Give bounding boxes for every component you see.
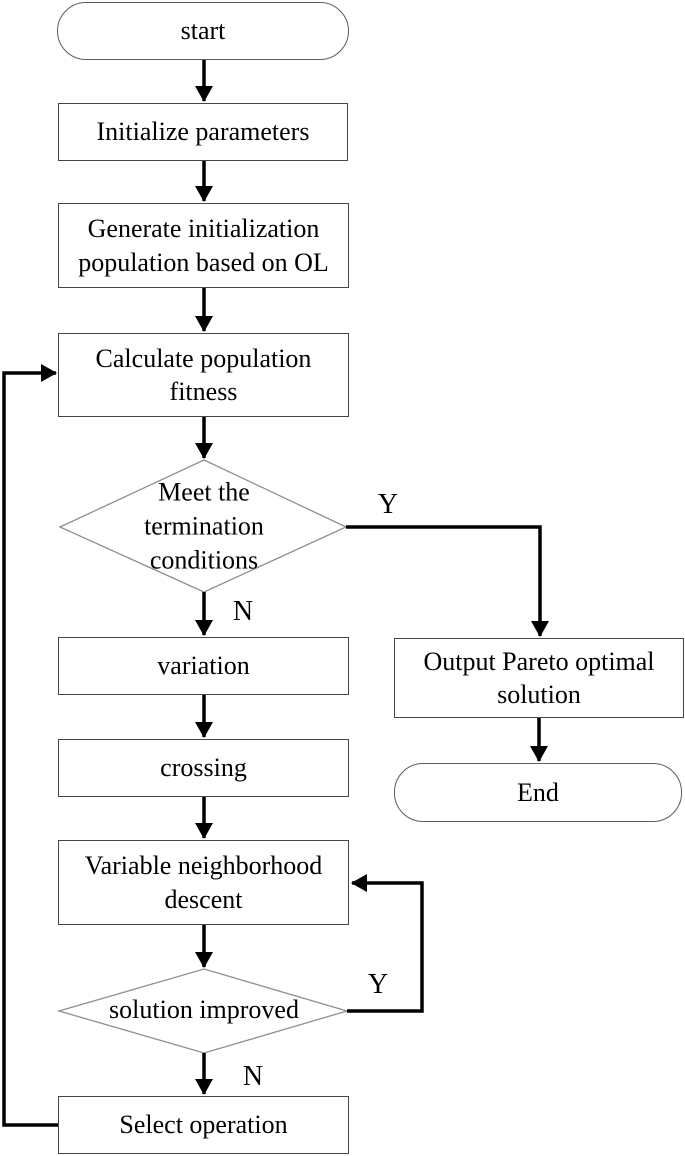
edge-label-termination-yes: Y xyxy=(377,489,399,520)
node-output-pareto: Output Pareto optimal solution xyxy=(394,638,684,718)
edge-termination-yes-to-output xyxy=(346,525,549,637)
node-variation: variation xyxy=(58,637,349,695)
edge-select-loop-to-calculate xyxy=(2,364,59,1127)
node-variable-neighborhood-descent: Variable neighborhood descent xyxy=(58,840,349,925)
node-start: start xyxy=(57,2,349,60)
edge-label-termination-no: N xyxy=(232,596,254,627)
node-termination-check-label: Meet the termination conditions xyxy=(144,477,264,574)
edge-solution-improved-yes-loop-to-vnd xyxy=(347,874,424,1013)
node-generate-population: Generate initialization population based… xyxy=(58,203,349,288)
node-crossing: crossing xyxy=(58,739,349,797)
node-initialize-parameters: Initialize parameters xyxy=(58,103,348,161)
edge-label-improved-no: N xyxy=(242,1061,264,1092)
node-calculate-fitness: Calculate population fitness xyxy=(58,333,349,417)
edge-label-improved-yes: Y xyxy=(367,969,389,1000)
node-select-operation: Select operation xyxy=(58,1096,349,1154)
node-solution-improved-label: solution improved xyxy=(109,995,299,1025)
node-end: End xyxy=(394,763,682,822)
